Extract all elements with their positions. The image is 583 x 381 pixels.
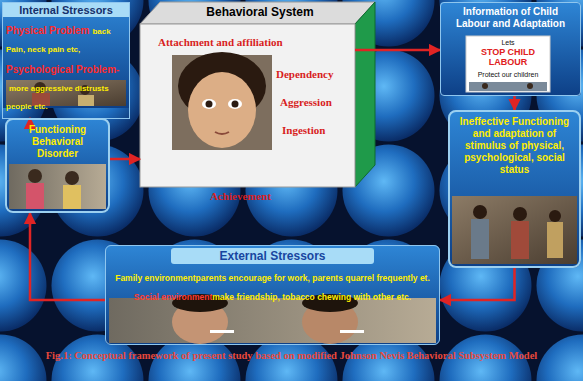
street-photo bbox=[473, 205, 487, 219]
poster-text: STOP CHILD LABOUR bbox=[468, 47, 548, 67]
text-line: Dependency bbox=[276, 64, 355, 82]
subsystem-label: Achievement bbox=[210, 190, 271, 202]
text-line: Ingestion bbox=[282, 120, 355, 138]
text-line: Aggression bbox=[280, 92, 355, 110]
box-label: Functioning Behavioral Disorder bbox=[11, 124, 104, 160]
stressor-box: External StressorsFamily environmentpare… bbox=[105, 245, 440, 345]
children-photo bbox=[63, 185, 81, 209]
stressor-detail: parents encourage for work, parents quar… bbox=[196, 273, 430, 283]
poster-image bbox=[469, 82, 547, 91]
street-photo bbox=[452, 196, 577, 264]
behavior-cube: Attachment and affiliationDependencyAggr… bbox=[140, 24, 355, 210]
poster-image bbox=[466, 36, 550, 92]
children-photo bbox=[28, 169, 42, 183]
caption-slot: Fig.1: Conceptual framework of present s… bbox=[8, 350, 575, 362]
box-label: Information of Child Labour and Adaptati… bbox=[445, 6, 576, 30]
street-photo bbox=[511, 221, 529, 259]
child-photo bbox=[188, 72, 256, 148]
child-photo bbox=[172, 52, 272, 150]
diagram-title: Behavioral System bbox=[170, 5, 350, 19]
flow-arrow bbox=[30, 213, 105, 300]
stressor-detail: make friendship, tobacco chewing with ot… bbox=[212, 292, 411, 302]
children-photo bbox=[9, 164, 106, 209]
problem-heading: Psychological Problem- bbox=[6, 64, 119, 75]
flow-arrow bbox=[513, 96, 516, 110]
poster-text: Protect our children bbox=[468, 70, 548, 79]
flow-arrow bbox=[110, 158, 140, 161]
poster-text: Lets bbox=[468, 38, 548, 47]
child-photo bbox=[202, 99, 216, 109]
text-line: Social environmentmake friendship, tobac… bbox=[111, 286, 434, 304]
title-slot: Behavioral System bbox=[170, 5, 350, 19]
text-line: Functioning Behavioral Disorder bbox=[11, 124, 104, 160]
subsystem-label: Dependency bbox=[276, 68, 333, 80]
poster-slot: Lets bbox=[468, 38, 548, 47]
stressor-box: Functioning Behavioral Disorder bbox=[5, 118, 110, 213]
box-label: Ineffective Functioning and adaptation o… bbox=[454, 116, 575, 176]
street-photo bbox=[547, 222, 563, 258]
text-line: Attachment and affiliation bbox=[158, 32, 355, 50]
problem-detail: more aggressive distrusts people etc. bbox=[6, 84, 109, 111]
text-line: Family environmentparents encourage for … bbox=[111, 267, 434, 285]
text-line: Physical Problemback Pain, neck pain etc… bbox=[6, 20, 126, 56]
cube-shape bbox=[140, 24, 355, 187]
stressor-heading: Social environment bbox=[134, 292, 212, 302]
poster-image bbox=[482, 83, 488, 89]
text-line: Psychological Problem-more aggressive di… bbox=[6, 59, 126, 113]
box-ground bbox=[440, 2, 581, 96]
box-heading: External Stressors bbox=[171, 248, 374, 264]
subsystem-label: Attachment and affiliation bbox=[158, 36, 283, 48]
children-photo bbox=[65, 171, 79, 185]
box-ground bbox=[5, 118, 110, 213]
box-ground bbox=[448, 110, 581, 268]
problem-heading: Physical Problem bbox=[6, 25, 89, 36]
box-ground bbox=[2, 2, 581, 345]
box-ground bbox=[105, 245, 440, 345]
poster-image bbox=[466, 36, 550, 92]
street-photo bbox=[452, 196, 577, 264]
children-photo bbox=[26, 183, 44, 209]
worker-photo bbox=[78, 95, 94, 106]
child-photo bbox=[232, 101, 239, 108]
text-line: External Stressors bbox=[111, 248, 434, 264]
cube-shape bbox=[140, 2, 375, 187]
cube-shape bbox=[355, 2, 375, 187]
box-heading: Internal Stressors bbox=[3, 3, 129, 17]
street-photo bbox=[549, 210, 561, 222]
child-photo bbox=[228, 99, 242, 109]
text-line: Achievement bbox=[210, 186, 355, 204]
smoking-boys-photo bbox=[210, 330, 234, 333]
text-line: Information of Child Labour and Adaptati… bbox=[445, 6, 576, 30]
smoking-boys-photo bbox=[109, 298, 436, 343]
street-photo bbox=[513, 207, 527, 221]
child-photo bbox=[215, 132, 229, 134]
child-photo bbox=[206, 101, 213, 108]
cube-shape bbox=[140, 2, 375, 24]
stressor-heading: Family environment bbox=[115, 273, 195, 283]
poster-slot: Protect our children bbox=[468, 70, 548, 79]
figure-caption: Fig.1: Conceptual framework of present s… bbox=[8, 350, 575, 362]
smoking-boys-photo bbox=[340, 330, 364, 333]
flow-arrow bbox=[355, 49, 440, 52]
flow-arrow bbox=[440, 268, 515, 300]
stressor-box: Ineffective Functioning and adaptation o… bbox=[448, 110, 581, 268]
text-line: Internal Stressors bbox=[6, 3, 126, 17]
street-photo bbox=[471, 219, 489, 259]
poster-image bbox=[527, 83, 533, 89]
subsystem-label: Aggression bbox=[280, 96, 332, 108]
subsystem-label: Ingestion bbox=[282, 124, 325, 136]
poster-slot: STOP CHILD LABOUR bbox=[468, 47, 548, 67]
children-photo bbox=[9, 164, 106, 209]
stressor-box: Internal StressorsPhysical Problemback P… bbox=[2, 2, 130, 119]
text-line: Ineffective Functioning and adaptation o… bbox=[454, 116, 575, 176]
